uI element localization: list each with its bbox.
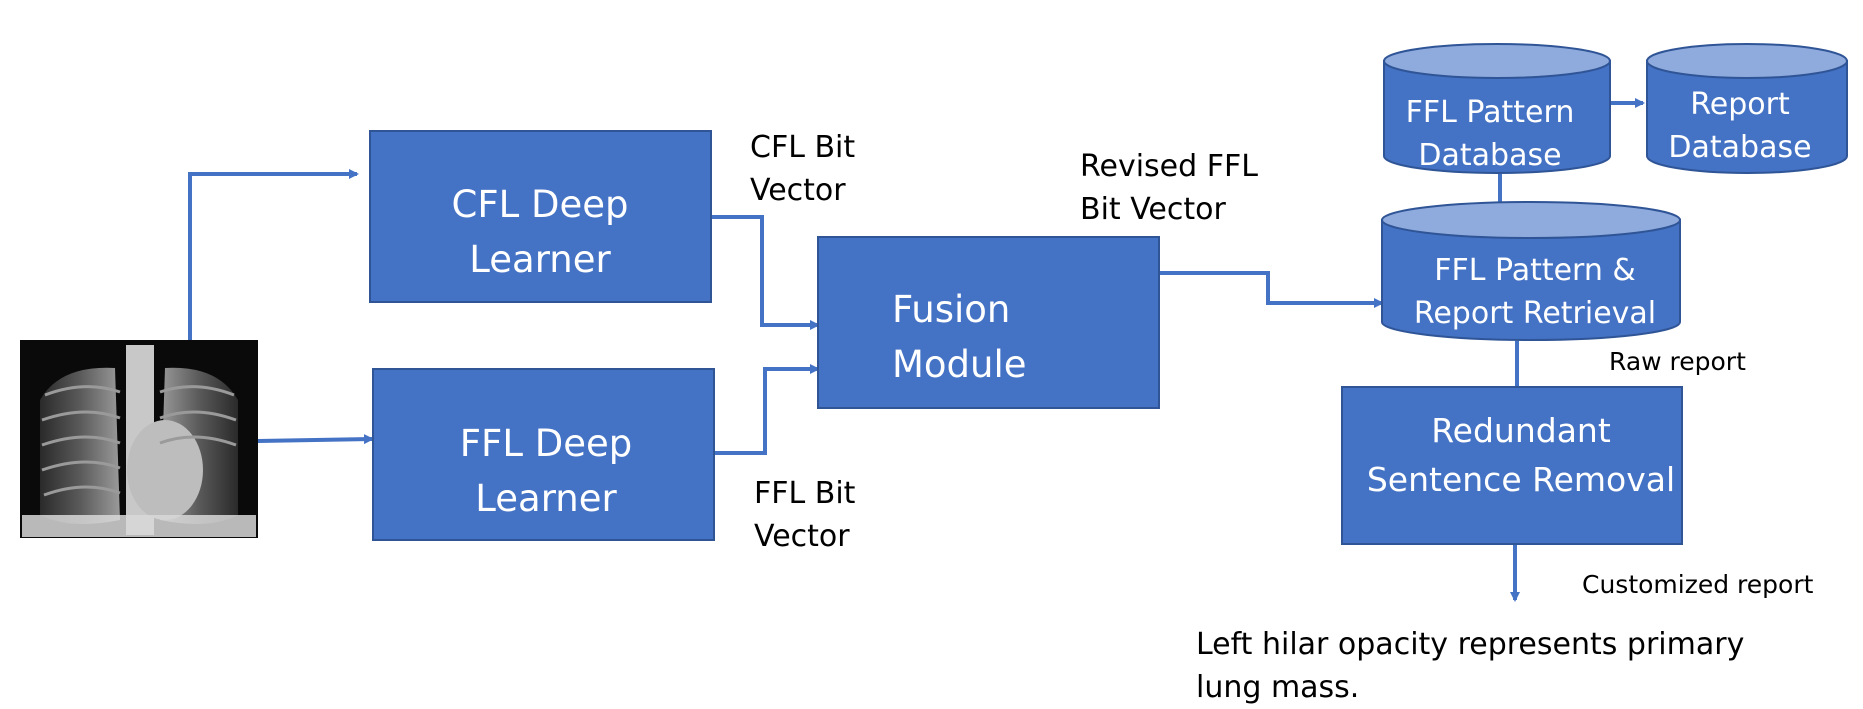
cfl-bit-vector-label-line2: Vector — [750, 173, 846, 208]
ffl-box-line2: Learner — [475, 477, 617, 520]
arrow-image-to-cfl — [188, 169, 359, 340]
chest-xray-image — [20, 340, 258, 538]
report-db-line1: Report — [1690, 87, 1790, 122]
cfl-bit-vector-label-line1: CFL Bit — [750, 130, 855, 165]
report-db-line2: Database — [1668, 130, 1811, 165]
redundant-box-line2: Sentence Removal — [1367, 460, 1675, 499]
fusion-box-line1: Fusion — [892, 288, 1010, 331]
ffl-pattern-db-line2: Database — [1418, 138, 1561, 173]
cfl-box-line1: CFL Deep — [452, 183, 629, 226]
revised-ffl-label-line2: Bit Vector — [1080, 192, 1226, 227]
output-line1: Left hilar opacity represents primary — [1196, 627, 1744, 662]
customized-report-label: Customized report — [1582, 570, 1814, 599]
output-line2: lung mass. — [1196, 670, 1359, 705]
ffl-bit-vector-label-line2: Vector — [754, 519, 850, 554]
fusion-box-line2: Module — [892, 343, 1027, 386]
retrieval-line1: FFL Pattern & — [1434, 253, 1636, 288]
cfl-box-line2: Learner — [469, 238, 611, 281]
ffl-deep-learner-box: FFL Deep Learner — [372, 368, 715, 541]
fusion-module-box: Fusion Module — [817, 236, 1160, 409]
ffl-pattern-report-retrieval-cylinder: FFL Pattern & Report Retrieval — [1381, 201, 1681, 341]
ffl-pattern-database-cylinder: FFL Pattern Database — [1383, 43, 1611, 174]
ffl-box-line1: FFL Deep — [460, 422, 632, 465]
connectors — [188, 98, 1645, 602]
flow-labels: CFL Bit Vector FFL Bit Vector Revised FF… — [750, 130, 1814, 599]
output-report-text: Left hilar opacity represents primary lu… — [1196, 627, 1744, 705]
redundant-sentence-removal-box: Redundant Sentence Removal — [1341, 386, 1683, 545]
arrow-image-to-ffl — [257, 434, 374, 445]
retrieval-line2: Report Retrieval — [1414, 296, 1656, 331]
ffl-bit-vector-label-line1: FFL Bit — [754, 476, 856, 511]
redundant-box-line1: Redundant — [1431, 411, 1611, 450]
raw-report-label: Raw report — [1609, 347, 1746, 376]
ffl-pattern-db-line1: FFL Pattern — [1406, 95, 1575, 130]
arrow-ffl-to-fusion — [714, 364, 820, 455]
cfl-deep-learner-box: CFL Deep Learner — [369, 130, 712, 303]
revised-ffl-label-line1: Revised FFL — [1080, 149, 1258, 184]
arrow-cfl-to-fusion — [711, 215, 820, 330]
arrow-fusion-to-retrieval — [1159, 271, 1384, 308]
report-database-cylinder: Report Database — [1646, 43, 1848, 174]
